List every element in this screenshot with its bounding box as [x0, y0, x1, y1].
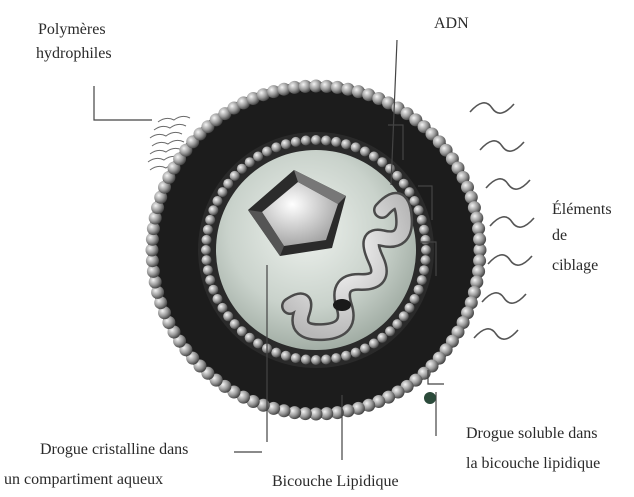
inner-head-group — [392, 171, 402, 181]
inner-head-group — [205, 215, 215, 225]
inner-head-group — [208, 205, 218, 215]
inner-head-group — [331, 137, 341, 147]
inner-head-group — [351, 348, 361, 358]
inner-head-group — [202, 235, 212, 245]
inner-head-group — [321, 136, 331, 146]
inner-head-group — [369, 339, 379, 349]
inner-head-group — [223, 179, 233, 189]
inner-head-group — [385, 164, 395, 174]
inner-head-group — [399, 311, 409, 321]
soluble-drug-molecule — [424, 392, 436, 404]
inner-head-group — [351, 142, 361, 152]
inner-head-group — [230, 171, 240, 181]
inner-head-group — [291, 353, 301, 363]
label-crystalline-line1: Drogue cristalline dans — [40, 438, 188, 462]
inner-head-group — [201, 245, 211, 255]
inner-head-group — [341, 351, 351, 361]
inner-head-group — [410, 196, 420, 206]
inner-head-group — [237, 164, 247, 174]
inner-head-group — [281, 139, 291, 149]
inner-head-group — [271, 142, 281, 152]
inner-head-group — [421, 245, 431, 255]
inner-head-group — [369, 152, 379, 162]
inner-head-group — [262, 147, 272, 157]
inner-head-group — [245, 333, 255, 343]
inner-head-group — [271, 348, 281, 358]
inner-head-group — [218, 187, 228, 197]
inner-head-group — [341, 139, 351, 149]
inner-head-group — [405, 303, 415, 313]
inner-head-group — [360, 344, 370, 354]
inner-head-group — [230, 319, 240, 329]
label-targeting-line1: Éléments — [552, 198, 612, 222]
inner-head-group — [218, 303, 228, 313]
inner-head-group — [392, 319, 402, 329]
inner-head-group — [253, 152, 263, 162]
label-dna: ADN — [434, 12, 469, 36]
inner-head-group — [377, 157, 387, 167]
inner-head-group — [213, 294, 223, 304]
inner-head-group — [223, 311, 233, 321]
inner-head-group — [253, 339, 263, 349]
label-soluble-line1: Drogue soluble dans — [466, 422, 598, 446]
inner-head-group — [203, 225, 213, 235]
label-crystalline-line2: un compartiment aqueux — [4, 468, 163, 492]
inner-head-group — [377, 333, 387, 343]
inner-head-group — [311, 355, 321, 365]
inner-head-group — [419, 265, 429, 275]
inner-head-group — [360, 147, 370, 157]
inner-head-group — [205, 275, 215, 285]
inner-head-group — [421, 255, 431, 265]
inner-head-group — [202, 255, 212, 265]
inner-head-group — [245, 157, 255, 167]
inner-head-group — [417, 215, 427, 225]
inner-head-group — [417, 275, 427, 285]
inner-head-group — [281, 351, 291, 361]
inner-head-group — [208, 285, 218, 295]
inner-head-group — [321, 355, 331, 365]
inner-head-group — [414, 205, 424, 215]
inner-head-group — [385, 326, 395, 336]
inner-head-group — [410, 294, 420, 304]
label-soluble-line2: la bicouche lipidique — [466, 452, 600, 476]
label-targeting-line3: ciblage — [552, 254, 598, 278]
inner-head-group — [399, 179, 409, 189]
inner-head-group — [311, 135, 321, 145]
inner-head-group — [213, 196, 223, 206]
inner-head-group — [414, 285, 424, 295]
inner-head-group — [237, 326, 247, 336]
inner-head-group — [301, 355, 311, 365]
inner-head-group — [419, 225, 429, 235]
polymers-leader — [94, 86, 152, 120]
inner-head-group — [301, 136, 311, 146]
label-lipid-bilayer: Bicouche Lipidique — [272, 470, 399, 494]
label-targeting-line2: de — [552, 224, 567, 248]
outer-head-group — [473, 233, 486, 246]
label-polymers-line2: hydrophiles — [36, 42, 112, 66]
inner-head-group — [331, 353, 341, 363]
label-polymers-line1: Polymères — [38, 18, 106, 42]
inner-head-group — [203, 265, 213, 275]
inner-head-group — [405, 187, 415, 197]
inner-head-group — [291, 137, 301, 147]
inner-head-group — [421, 235, 431, 245]
